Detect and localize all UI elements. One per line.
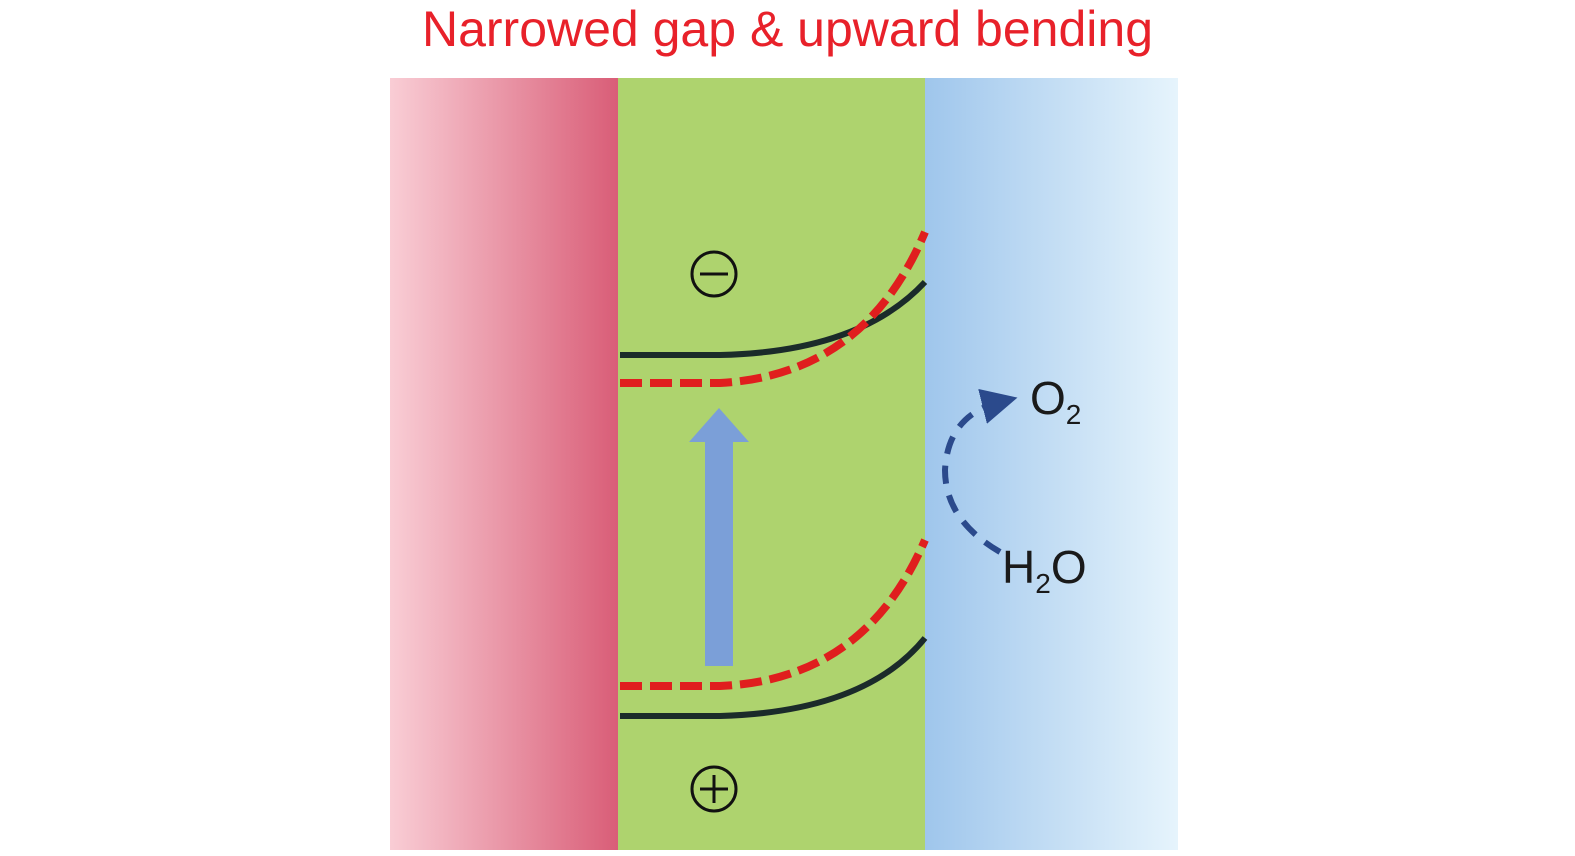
lower-solid-band [620, 636, 928, 719]
diagram-title: Narrowed gap & upward bending [421, 1, 1154, 57]
lower-dashed-band [620, 538, 929, 690]
upper-solid-band [620, 279, 928, 358]
right-region [925, 78, 1178, 850]
left-region [390, 78, 619, 850]
middle-region [618, 78, 926, 850]
o2-label: O2 [1030, 372, 1081, 430]
positive-charge-icon [690, 765, 738, 813]
upper-dashed-band [620, 230, 929, 387]
upward-arrow-icon [689, 408, 749, 666]
negative-charge-icon [690, 250, 738, 298]
h2o-label: H2O [1002, 541, 1087, 599]
reaction-arrow-icon [941, 388, 1018, 555]
